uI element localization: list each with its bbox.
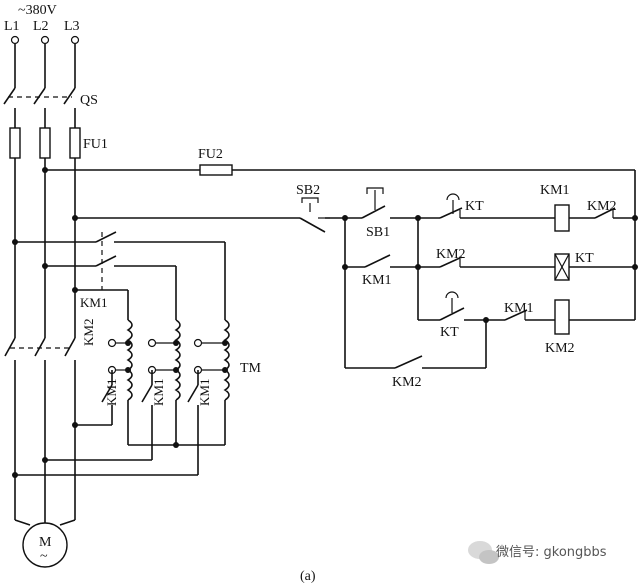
fu2-label: FU2 (198, 147, 223, 162)
row1-kt-label: KT (465, 199, 484, 214)
sb2-stop-button (299, 197, 345, 233)
phase-lines-top (14, 44, 76, 88)
row1-km2-label: KM2 (587, 199, 617, 214)
row2-km2-label: KM2 (436, 247, 466, 262)
km1-tap-switches (101, 370, 199, 475)
row3-kt-label: KT (440, 325, 459, 340)
tm-taps (107, 338, 228, 375)
km2-main-label: KM2 (81, 319, 96, 346)
phase-label-l2: L2 (33, 19, 49, 34)
km1-switch-b-label: KM1 (151, 379, 166, 406)
junction-right-row1 (632, 215, 638, 221)
km1-main-contacts (15, 231, 225, 291)
km1-switch-c-label: KM1 (197, 379, 212, 406)
row3-kt-contact (418, 291, 486, 321)
km1-coil-label: KM1 (540, 183, 570, 198)
km2-coil (554, 299, 570, 335)
km2-coil-label: KM2 (545, 341, 575, 356)
watermark-text: 微信号: gkongbbs (496, 545, 607, 560)
junction-right-row2 (632, 264, 638, 270)
kt-coil-label: KT (575, 251, 594, 266)
phase-label-l1: L1 (4, 19, 20, 34)
row3-km1-label: KM1 (504, 301, 534, 316)
supply-voltage-label: ~380V (18, 3, 57, 18)
phase-label-l3: L3 (64, 19, 80, 34)
km2-main-contacts (4, 337, 76, 357)
motor-symbol (14, 519, 76, 568)
km2-hold-contact (345, 355, 486, 369)
phase-lines-main (14, 158, 76, 520)
km2-hold-label: KM2 (392, 375, 422, 390)
fu2-fuse (199, 164, 233, 176)
km1-coil (554, 204, 570, 232)
sb2-label: SB2 (296, 183, 320, 198)
sb1-label: SB1 (366, 225, 390, 240)
autotransformer-windings (126, 319, 230, 401)
kt-coil-cross-b (554, 253, 570, 281)
qs-label: QS (80, 93, 98, 108)
wechat-icon (468, 541, 499, 564)
figure-caption: (a) (300, 569, 316, 584)
km1-hold-contact (345, 254, 418, 268)
qs-isolator (3, 87, 76, 128)
row1-kt-contact (418, 193, 555, 219)
tm-label: TM (240, 361, 262, 376)
motor-feed-wires (12, 422, 198, 520)
sb1-start-button (345, 187, 418, 219)
motor-ac-symbol: ~ (40, 549, 48, 564)
km1-hold-label: KM1 (362, 273, 392, 288)
row1-km2-contact (569, 207, 635, 219)
terminal-l2 (40, 35, 50, 45)
fu1-fuses (9, 127, 81, 159)
row2-km2-contact (418, 256, 555, 268)
km1-star-contacts (127, 400, 226, 448)
row3-km1-contact (486, 309, 555, 321)
fu1-label: FU1 (83, 137, 108, 152)
terminal-l3 (70, 35, 80, 45)
motor-letter: M (39, 535, 52, 550)
terminal-l1 (10, 35, 20, 45)
km1-switch-a-label: KM1 (104, 379, 119, 406)
km1-main-label: KM1 (80, 295, 107, 310)
